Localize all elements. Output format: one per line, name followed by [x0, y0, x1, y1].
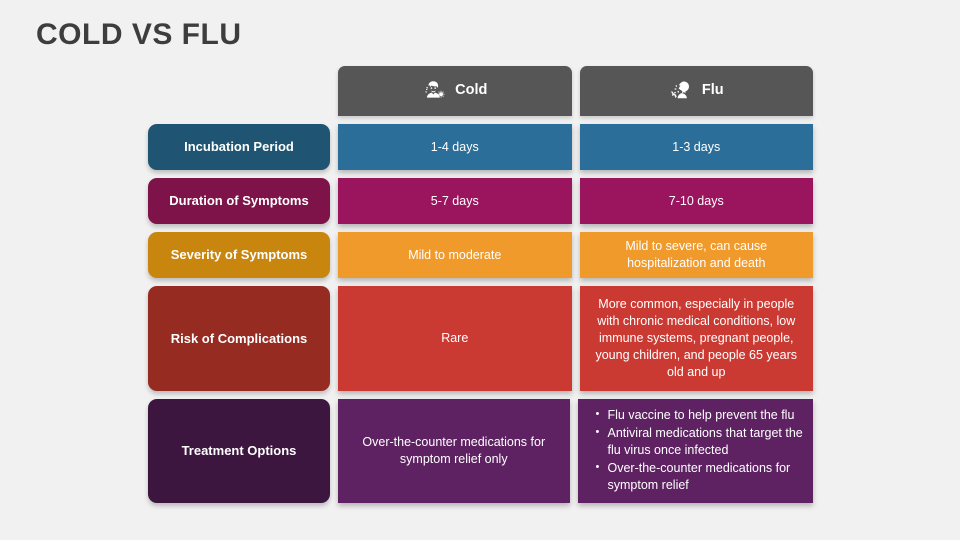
cell-flu-severity-of-symptoms[interactable]: Mild to severe, can cause hospitalizatio… [579, 232, 813, 278]
column-gap [572, 286, 580, 391]
column-gap [572, 124, 580, 170]
row-label-incubation-period[interactable]: Incubation Period [148, 124, 330, 170]
table-row: Incubation Period 1-4 days 1-3 days [148, 124, 813, 170]
column-gap [330, 286, 338, 391]
column-gap [330, 66, 338, 116]
column-gap [570, 399, 578, 503]
cell-flu-duration-of-symptoms[interactable]: 7-10 days [579, 178, 813, 224]
cell-cold-treatment-options[interactable]: Over-the-counter medications for symptom… [338, 399, 570, 503]
cell-cold-severity-of-symptoms[interactable]: Mild to moderate [338, 232, 572, 278]
table-row: Severity of Symptoms Mild to moderate Mi… [148, 232, 813, 278]
row-label-severity-of-symptoms[interactable]: Severity of Symptoms [148, 232, 330, 278]
header-cell-flu[interactable]: Flu [579, 66, 813, 116]
sick-person-tissue-icon [422, 79, 446, 103]
header-label-cold: Cold [455, 82, 488, 99]
header-label-flu: Flu [701, 82, 724, 99]
cell-flu-risk-of-complications[interactable]: More common, especially in people with c… [579, 286, 813, 391]
list-item: Flu vaccine to help prevent the flu [596, 407, 806, 424]
cell-cold-incubation-period[interactable]: 1-4 days [338, 124, 572, 170]
column-gap [572, 232, 580, 278]
column-gap [330, 232, 338, 278]
cell-flu-incubation-period[interactable]: 1-3 days [579, 124, 813, 170]
list-item: Over-the-counter medications for symptom… [596, 460, 806, 493]
row-label-duration-of-symptoms[interactable]: Duration of Symptoms [148, 178, 330, 224]
flu-treatment-bullet-list: Flu vaccine to help prevent the fluAntiv… [594, 407, 806, 496]
column-gap [330, 124, 338, 170]
page-title: COLD VS FLU [36, 18, 242, 51]
cell-cold-duration-of-symptoms[interactable]: 5-7 days [338, 178, 572, 224]
table-row: Duration of Symptoms 5-7 days 7-10 days [148, 178, 813, 224]
row-label-treatment-options[interactable]: Treatment Options [148, 399, 330, 503]
row-label-risk-of-complications[interactable]: Risk of Complications [148, 286, 330, 391]
cell-cold-risk-of-complications[interactable]: Rare [338, 286, 572, 391]
column-gap [572, 178, 580, 224]
comparison-table: Cold Flu Incubation Period [148, 66, 813, 511]
header-cell-cold[interactable]: Cold [338, 66, 572, 116]
header-empty-corner [148, 66, 330, 116]
list-item: Antiviral medications that target the fl… [596, 425, 806, 458]
cell-flu-treatment-options[interactable]: Flu vaccine to help prevent the fluAntiv… [577, 399, 813, 503]
column-gap [330, 399, 338, 503]
column-gap [572, 66, 580, 116]
table-header-row: Cold Flu [148, 66, 813, 116]
table-row: Treatment Options Over-the-counter medic… [148, 399, 813, 503]
table-row: Risk of Complications Rare More common, … [148, 286, 813, 391]
column-gap [330, 178, 338, 224]
sneezing-person-icon [669, 79, 693, 103]
